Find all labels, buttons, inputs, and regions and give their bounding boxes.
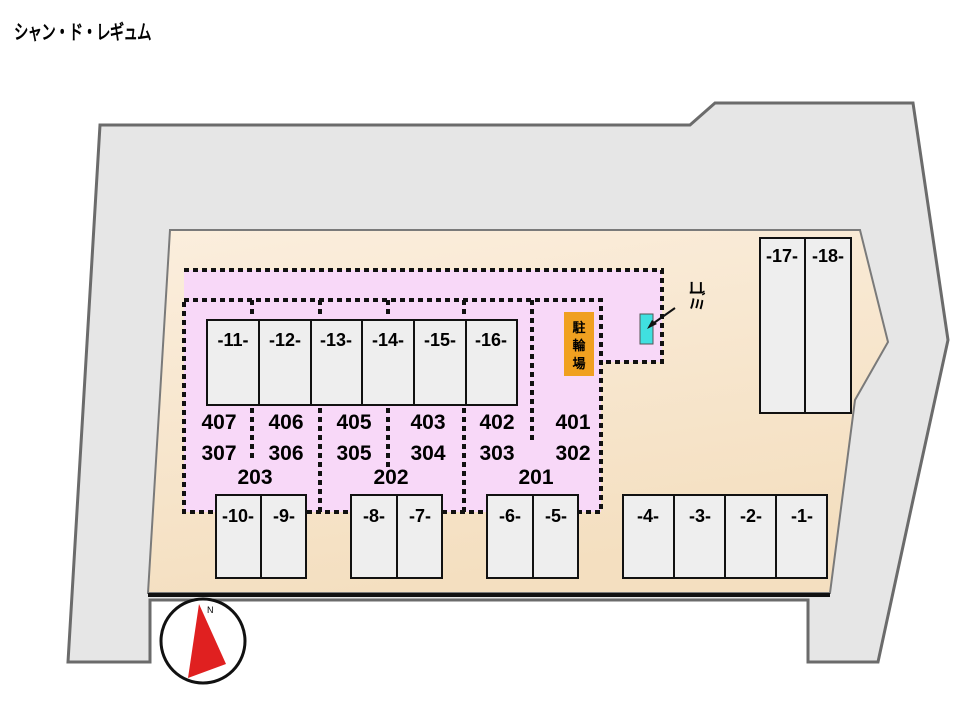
parking-space-6: -6- <box>499 506 521 526</box>
room-302: 302 <box>555 442 590 465</box>
room-203: 203 <box>237 466 272 489</box>
garbage-box <box>639 313 654 345</box>
property-title: シャン・ド・レギュム <box>14 20 152 44</box>
parking-space-3: -3- <box>689 506 711 526</box>
room-403: 403 <box>410 411 445 434</box>
parking-space-16: -16- <box>475 330 507 350</box>
room-303: 303 <box>479 442 514 465</box>
parking-space-12: -12- <box>269 330 301 350</box>
parking-space-8: -8- <box>363 506 385 526</box>
garbage-area: ゴミ <box>639 280 706 345</box>
parking-space-10: -10- <box>222 506 254 526</box>
svg-text:輪: 輪 <box>572 338 586 354</box>
room-405: 405 <box>336 411 371 434</box>
parking-space-4: -4- <box>637 506 659 526</box>
room-numbers: 407 406 405 403 402 401 307 306 305 304 … <box>201 411 590 489</box>
room-201: 201 <box>518 466 553 489</box>
parking-space-11: -11- <box>217 330 248 350</box>
parking-space-13: -13- <box>320 330 352 350</box>
room-304: 304 <box>410 442 445 465</box>
svg-text:場: 場 <box>572 356 585 372</box>
compass: N <box>159 597 247 685</box>
parking-space-7: -7- <box>409 506 431 526</box>
room-306: 306 <box>268 442 303 465</box>
room-307: 307 <box>201 442 236 465</box>
garbage-label: ゴミ <box>687 280 706 312</box>
room-407: 407 <box>201 411 236 434</box>
parking-space-2: -2- <box>740 506 762 526</box>
parking-space-18: -18- <box>812 246 844 266</box>
parking-space-17: -17- <box>766 246 798 266</box>
room-202: 202 <box>373 466 408 489</box>
parking-right: -17- -18- <box>759 237 852 414</box>
parking-space-14: -14- <box>372 330 404 350</box>
parking-space-5: -5- <box>545 506 567 526</box>
parking-space-1: -1- <box>791 506 813 526</box>
parking-bottom-row: -10- -9- -8- -7- -6- -5- -4- -3- -2- -1- <box>215 494 828 579</box>
bicycle-parking-label: 駐 <box>572 320 585 336</box>
room-305: 305 <box>336 442 371 465</box>
room-401: 401 <box>555 411 590 434</box>
parking-space-15: -15- <box>424 330 456 350</box>
parking-top-row: -11- -12- -13- -14- -15- -16- <box>206 319 518 406</box>
room-406: 406 <box>268 411 303 434</box>
room-402: 402 <box>479 411 514 434</box>
compass-north-label: N <box>207 605 214 615</box>
bicycle-parking: 駐 輪 場 <box>564 312 594 376</box>
compass-north-arrow <box>188 604 226 678</box>
parking-space-9: -9- <box>273 506 295 526</box>
